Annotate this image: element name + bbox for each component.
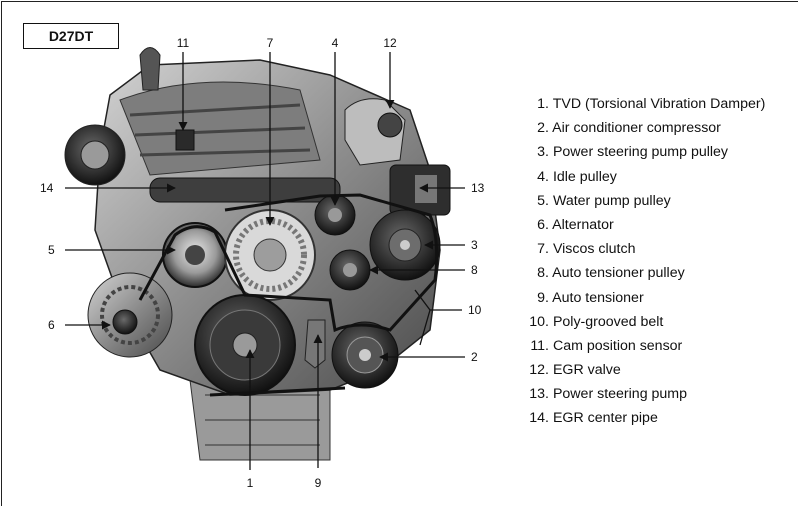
callout-4: 4	[332, 36, 339, 50]
legend-number: 11.	[530, 337, 549, 354]
legend-number: 8.	[537, 265, 549, 282]
callout-lines	[65, 52, 465, 470]
legend-text: Auto tensioner pulley	[552, 265, 685, 282]
legend-item: 2. Air conditioner compressor	[523, 116, 793, 140]
legend-item: 13. Power steering pump	[523, 382, 793, 406]
engine-illustration	[64, 47, 451, 461]
legend-item: 1. TVD (Torsional Vibration Damper)	[523, 92, 793, 116]
callout-14: 14	[40, 181, 54, 195]
legend-text: Auto tensioner	[552, 289, 644, 306]
callout-5: 5	[48, 243, 55, 257]
legend-item: 10. Poly-grooved belt	[523, 310, 793, 334]
legend-list: 1. TVD (Torsional Vibration Damper) 2. A…	[523, 92, 793, 431]
legend-text: Poly-grooved belt	[552, 313, 664, 330]
legend-text: Water pump pulley	[552, 192, 671, 209]
callout-6: 6	[48, 318, 55, 332]
legend-item: 14. EGR center pipe	[523, 406, 793, 430]
legend-item: 9. Auto tensioner	[523, 286, 793, 310]
callout-13: 13	[471, 181, 485, 195]
legend-number: 6.	[537, 216, 549, 233]
callout-11: 11	[177, 36, 190, 50]
callout-8: 8	[471, 263, 478, 277]
poly-grooved-belt	[138, 193, 439, 333]
legend-item: 7. Viscos clutch	[523, 237, 793, 261]
legend-text: Air conditioner compressor	[552, 120, 721, 137]
callout-numbers: 1 2 3 4 5 6 7 8 9 10 11 12 13 14	[40, 36, 485, 490]
legend-number: 3.	[537, 144, 549, 161]
legend-item: 12. EGR valve	[523, 358, 793, 382]
callout-2: 2	[471, 350, 478, 364]
egr-center-pipe	[149, 177, 341, 203]
callout-3: 3	[471, 238, 478, 252]
legend-text: Idle pulley	[552, 168, 617, 185]
callout-10: 10	[468, 303, 482, 317]
legend-item: 4. Idle pulley	[523, 165, 793, 189]
callout-12: 12	[383, 36, 397, 50]
legend-item: 5. Water pump pulley	[523, 189, 793, 213]
oil-filler	[139, 47, 161, 91]
legend-number: 13.	[529, 386, 549, 403]
legend-item: 11. Cam position sensor	[523, 334, 793, 358]
legend-number: 10.	[529, 313, 549, 330]
legend-item: 3. Power steering pump pulley	[523, 140, 793, 164]
legend-number: 7.	[537, 241, 549, 258]
legend-number: 1.	[537, 96, 549, 112]
legend-text: Alternator	[552, 216, 614, 233]
legend-text: Cam position sensor	[552, 337, 683, 354]
legend-item: 8. Auto tensioner pulley	[523, 261, 793, 285]
legend-text: EGR center pipe	[552, 410, 658, 427]
legend-number: 12.	[529, 362, 549, 379]
legend-text: EGR valve	[552, 362, 621, 379]
legend-text: TVD (Torsional Vibration Damper)	[552, 96, 766, 112]
legend-number: 2.	[537, 120, 549, 137]
callout-9: 9	[315, 476, 322, 490]
legend-text: Power steering pump pulley	[552, 144, 729, 161]
legend-number: 9.	[537, 289, 549, 306]
legend-number: 5.	[537, 192, 549, 209]
legend-text: Viscos clutch	[552, 241, 636, 258]
callout-7: 7	[267, 36, 274, 50]
legend-text: Power steering pump	[552, 386, 688, 403]
legend-number: 14.	[529, 410, 549, 427]
legend-number: 4.	[537, 168, 549, 185]
model-label: D27DT	[23, 23, 119, 49]
legend-item: 6. Alternator	[523, 213, 793, 237]
callout-1: 1	[247, 476, 254, 490]
cam-position-sensor	[175, 129, 195, 151]
auto-tensioner	[304, 319, 326, 369]
